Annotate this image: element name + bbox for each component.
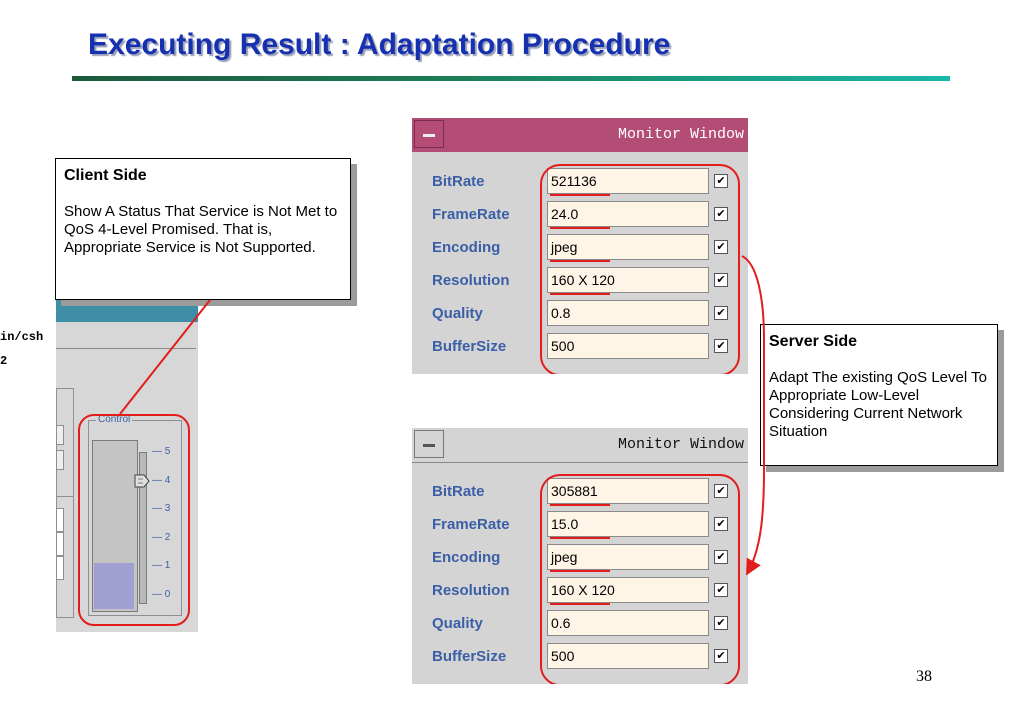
- field-label: Quality: [432, 305, 483, 322]
- change-underline: [550, 260, 610, 262]
- field-label: Encoding: [432, 239, 501, 256]
- change-underline: [550, 194, 610, 196]
- field-checkbox[interactable]: ✔: [714, 550, 728, 564]
- shell-number-text: 2: [0, 354, 8, 368]
- field-label: BitRate: [432, 483, 485, 500]
- field-checkbox[interactable]: ✔: [714, 273, 728, 287]
- monitor-row-buffersize: BufferSize 500 ✔: [412, 641, 748, 673]
- field-value-bitrate[interactable]: 521136: [547, 168, 709, 194]
- monitor-window-title: Monitor Window: [617, 436, 744, 453]
- control-tick-label: — 3: [152, 503, 171, 514]
- field-value-framerate[interactable]: 15.0: [547, 511, 709, 537]
- monitor-window-title: Monitor Window: [617, 126, 744, 143]
- control-group: [88, 420, 182, 616]
- field-checkbox[interactable]: ✔: [714, 306, 728, 320]
- qos-slider-track[interactable]: [139, 452, 147, 604]
- change-underline: [550, 603, 610, 605]
- client-input-b[interactable]: [56, 532, 64, 556]
- monitor-row-resolution: Resolution 160 X 120 ✔: [412, 575, 748, 607]
- window-menu-button[interactable]: [414, 430, 444, 458]
- monitor-row-buffersize: BufferSize 500 ✔: [412, 331, 748, 363]
- field-value-quality[interactable]: 0.8: [547, 300, 709, 326]
- field-label: Resolution: [432, 582, 510, 599]
- title-divider: [72, 76, 950, 81]
- monitor-row-encoding: Encoding jpeg ✔: [412, 542, 748, 574]
- field-label: BitRate: [432, 173, 485, 190]
- field-label: FrameRate: [432, 516, 510, 533]
- control-tick-label: — 2: [152, 531, 171, 543]
- client-input-a[interactable]: [56, 508, 64, 532]
- minimize-icon: [423, 134, 435, 137]
- minimize-icon: [423, 444, 435, 447]
- client-divider: [56, 348, 196, 349]
- change-underline: [550, 537, 610, 539]
- field-checkbox[interactable]: ✔: [714, 339, 728, 353]
- monitor-row-framerate: FrameRate 24.0 ✔: [412, 199, 748, 231]
- control-tick-label: — 4: [152, 474, 171, 486]
- change-underline: [550, 293, 610, 295]
- field-checkbox[interactable]: ✔: [714, 517, 728, 531]
- client-callout-heading: Client Side: [64, 167, 147, 184]
- control-tick-label: — 1: [152, 560, 171, 571]
- field-checkbox[interactable]: ✔: [714, 649, 728, 663]
- server-side-callout: Server Side Adapt The existing QoS Level…: [760, 324, 998, 466]
- field-value-encoding[interactable]: jpeg: [547, 544, 709, 570]
- field-checkbox[interactable]: ✔: [714, 583, 728, 597]
- server-callout-body: Adapt The existing QoS Level To Appropri…: [769, 369, 987, 440]
- monitor-window-before: Monitor Window BitRate 521136 ✔ FrameRate 24…: [412, 118, 748, 374]
- monitor-window-after: Monitor Window BitRate 305881 ✔ FrameRate 15…: [412, 428, 748, 684]
- field-value-resolution[interactable]: 160 X 120: [547, 577, 709, 603]
- control-tick-label: — 5: [152, 446, 171, 457]
- change-underline: [550, 570, 610, 572]
- field-value-buffersize[interactable]: 500: [547, 333, 709, 359]
- monitor-fields-highlight: [540, 164, 740, 374]
- server-callout-heading: Server Side: [769, 333, 858, 350]
- field-value-resolution[interactable]: 160 X 120: [547, 267, 709, 293]
- field-checkbox[interactable]: ✔: [714, 616, 728, 630]
- client-side-callout: Client Side Show A Status That Service i…: [55, 158, 351, 300]
- field-value-quality[interactable]: 0.6: [547, 610, 709, 636]
- control-tick-label: — 0: [152, 588, 171, 600]
- client-callout-body: Show A Status That Service is Not Met to…: [64, 203, 338, 256]
- field-label: Encoding: [432, 549, 501, 566]
- monitor-row-quality: Quality 0.6 ✔: [412, 608, 748, 640]
- shell-path-text: in/csh: [0, 330, 44, 344]
- monitor-titlebar[interactable]: Monitor Window: [412, 118, 748, 152]
- monitor-row-resolution: Resolution 160 X 120 ✔: [412, 265, 748, 297]
- field-label: BufferSize: [432, 648, 507, 665]
- field-label: Resolution: [432, 272, 510, 289]
- field-value-buffersize[interactable]: 500: [547, 643, 709, 669]
- monitor-titlebar[interactable]: Monitor Window: [412, 428, 748, 463]
- field-label: BufferSize: [432, 338, 507, 355]
- client-button-a[interactable]: [56, 425, 64, 445]
- field-checkbox[interactable]: ✔: [714, 207, 728, 221]
- client-input-c[interactable]: [56, 556, 64, 580]
- field-value-encoding[interactable]: jpeg: [547, 234, 709, 260]
- field-label: FrameRate: [432, 206, 510, 223]
- field-label: Quality: [432, 615, 483, 632]
- qos-level-fill: [94, 563, 134, 609]
- client-control-highlight: [78, 414, 190, 626]
- client-button-b[interactable]: [56, 450, 64, 470]
- field-checkbox[interactable]: ✔: [714, 240, 728, 254]
- monitor-row-quality: Quality 0.8 ✔: [412, 298, 748, 330]
- slider-thumb-icon[interactable]: [134, 474, 150, 488]
- control-group-label: Control: [96, 414, 133, 425]
- monitor-fields-highlight: [540, 474, 740, 684]
- monitor-row-encoding: Encoding jpeg ✔: [412, 232, 748, 264]
- change-underline: [550, 227, 610, 229]
- field-value-bitrate[interactable]: 305881: [547, 478, 709, 504]
- page-number: 38: [916, 668, 932, 685]
- window-menu-button[interactable]: [414, 120, 444, 148]
- change-underline: [550, 504, 610, 506]
- field-value-framerate[interactable]: 24.0: [547, 201, 709, 227]
- client-window-background: [56, 298, 198, 322]
- slide-title: Executing Result : Adaptation Procedure: [88, 28, 671, 61]
- monitor-row-framerate: FrameRate 15.0 ✔: [412, 509, 748, 541]
